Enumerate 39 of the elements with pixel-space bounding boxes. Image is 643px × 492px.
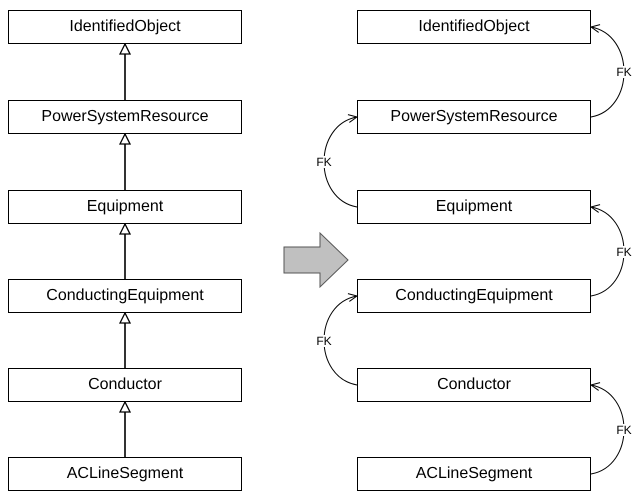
inheritance-arrow bbox=[119, 312, 131, 368]
class-name: ConductingEquipment bbox=[395, 288, 553, 304]
curved-arrow bbox=[590, 205, 624, 296]
class-box bbox=[357, 10, 591, 44]
class-name: Conductor bbox=[437, 377, 511, 393]
class-box bbox=[357, 457, 591, 491]
class-name: ACLineSegment bbox=[416, 466, 532, 482]
class-name: IdentifiedObject bbox=[418, 19, 530, 35]
curved-arrow bbox=[590, 383, 624, 474]
class-box bbox=[8, 190, 242, 224]
class-box bbox=[8, 457, 242, 491]
class-name: IdentifiedObject bbox=[69, 19, 181, 35]
curved-arrow bbox=[324, 115, 358, 208]
curved-arrow bbox=[324, 294, 358, 386]
class-name: Equipment bbox=[436, 199, 512, 215]
class-name: Equipment bbox=[86, 199, 164, 215]
edge-label: FK bbox=[615, 424, 633, 436]
inheritance-arrow bbox=[119, 223, 131, 279]
inheritance-arrow bbox=[119, 401, 131, 457]
class-name: ConductingEquipment bbox=[46, 288, 204, 304]
edge-label: FK bbox=[315, 156, 333, 168]
edge-label: FK bbox=[615, 66, 633, 78]
class-box bbox=[8, 10, 242, 44]
class-box bbox=[8, 100, 242, 134]
class-box bbox=[357, 368, 591, 402]
class-box bbox=[8, 279, 242, 313]
edge-label: FK bbox=[615, 246, 633, 258]
inheritance-arrow bbox=[119, 133, 131, 190]
class-box bbox=[357, 279, 591, 313]
curved-arrow bbox=[590, 25, 624, 118]
class-box bbox=[8, 368, 242, 402]
class-name: PowerSystemResource bbox=[41, 109, 209, 125]
class-box bbox=[357, 190, 591, 224]
inheritance-arrow bbox=[119, 43, 131, 100]
class-box bbox=[357, 100, 591, 134]
class-name: PowerSystemResource bbox=[390, 109, 558, 125]
class-name: ACLineSegment bbox=[66, 466, 184, 482]
edge-label: FK bbox=[315, 334, 333, 346]
class-name: Conductor bbox=[88, 377, 162, 393]
